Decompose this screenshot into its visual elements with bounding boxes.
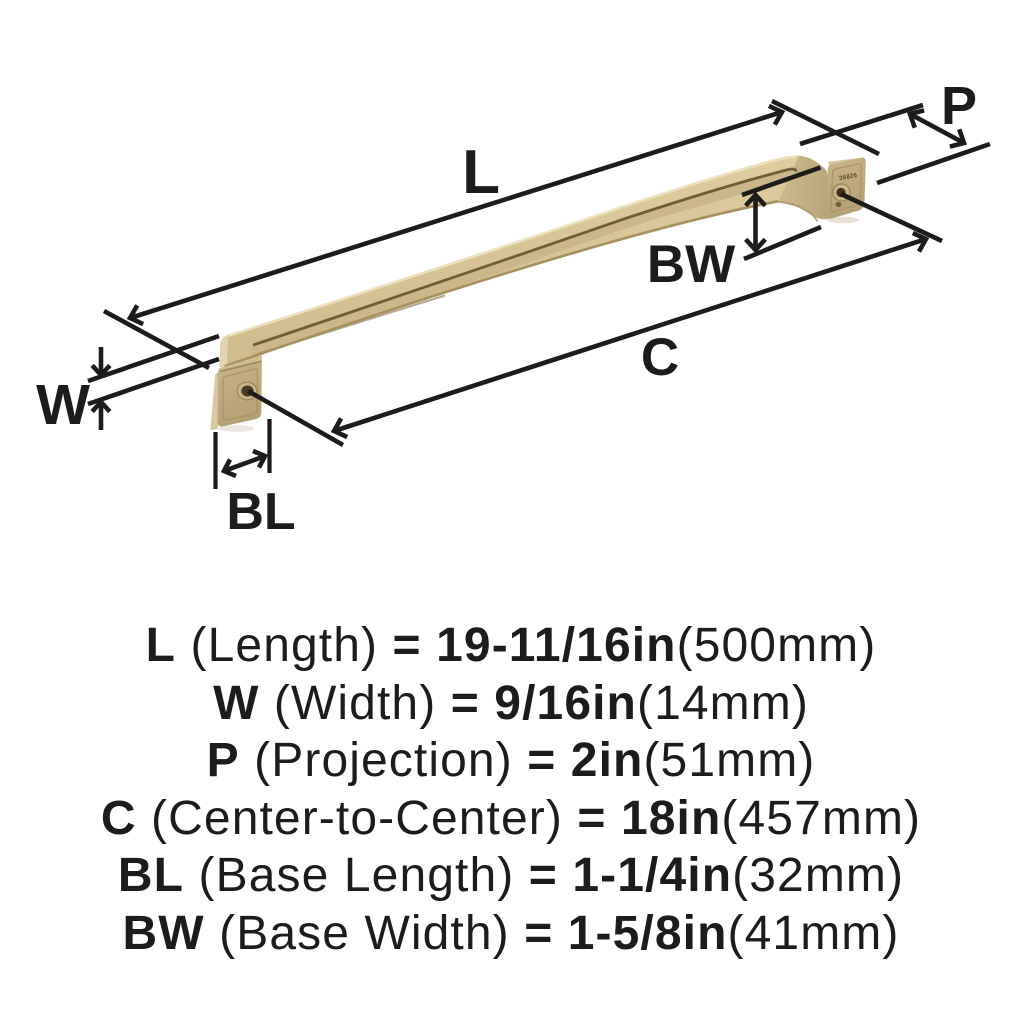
- svg-text:C: C: [641, 328, 679, 387]
- svg-text:P: P: [941, 76, 977, 136]
- svg-text:BW: BW: [647, 235, 735, 294]
- svg-text:L: L: [462, 138, 500, 207]
- svg-text:36826: 36826: [839, 172, 859, 182]
- svg-text:W: W: [36, 373, 90, 437]
- svg-text:BL: BL: [226, 483, 295, 541]
